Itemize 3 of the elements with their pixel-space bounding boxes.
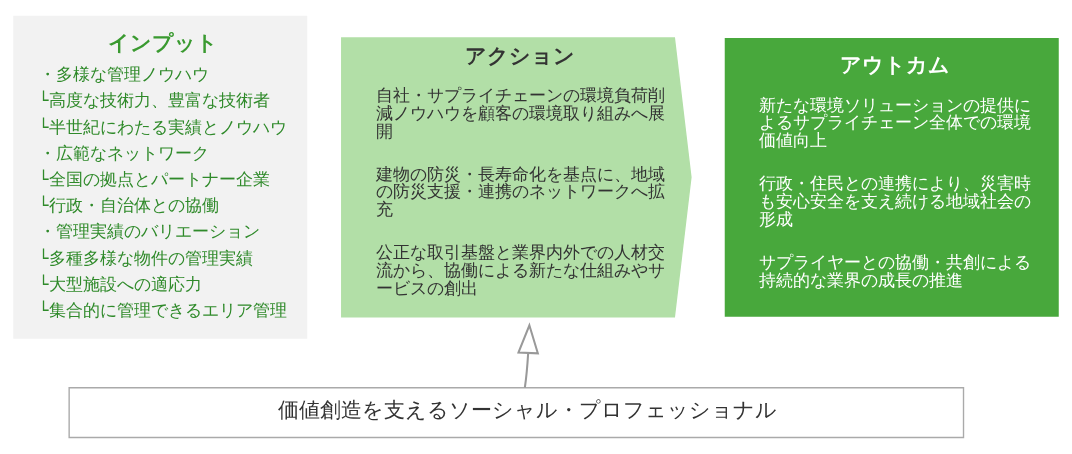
node-box: アウトカム 新たな環境ソリューションの提供によるサプライチェーン全体での環境価値向上 行政・住民との連携により、災害時も安心安全を支え続ける地域社会の形成 サプライヤーとの協働・共創による持続的な業界の成長の推進 bbox=[724, 37, 1059, 317]
node-box: 価値創造を支えるソーシャル・プロフェッショナル bbox=[68, 387, 965, 439]
arrow bbox=[517, 322, 540, 388]
